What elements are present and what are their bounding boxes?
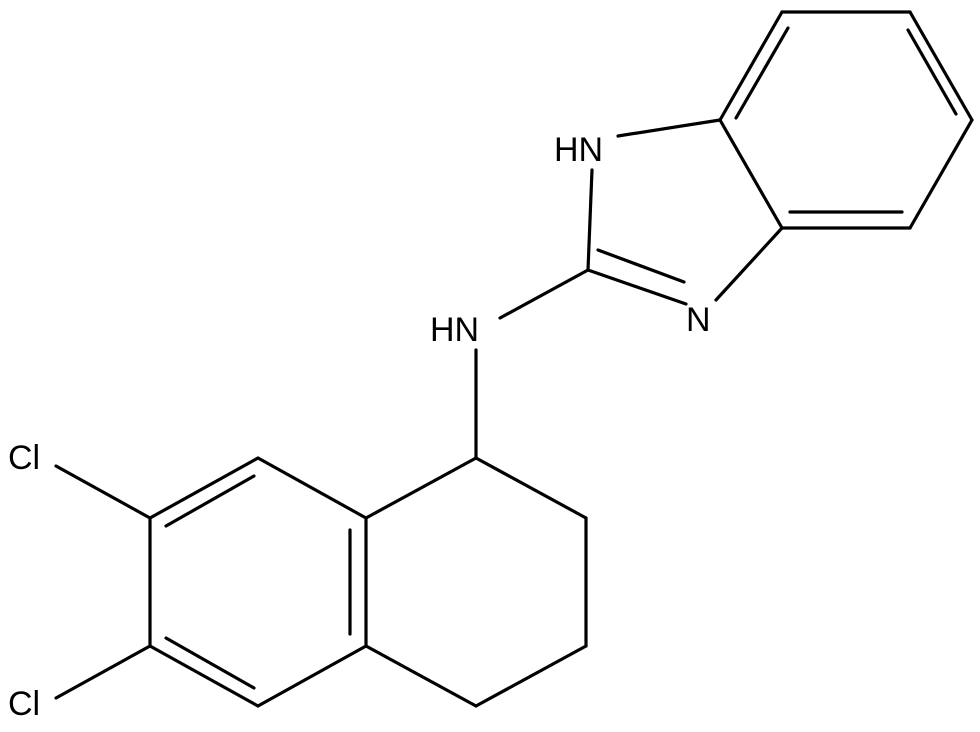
bond [718, 118, 784, 230]
bond [718, 10, 784, 122]
bond-cl-lower [54, 644, 152, 700]
double-bond-inner [164, 636, 256, 690]
double-bond-inner [734, 26, 790, 120]
atom-label-n-ring: N [686, 301, 711, 339]
bond [148, 456, 260, 520]
atom-label-nh-ring: HN [554, 131, 603, 169]
dichlorobenzene-ring [148, 456, 368, 708]
bond [908, 10, 974, 122]
bond [364, 644, 478, 708]
bond [474, 644, 588, 708]
bond [908, 118, 974, 230]
atom-label-cl-lower: Cl [8, 685, 40, 723]
bond [714, 226, 784, 302]
bond [586, 268, 688, 306]
atom-label-cl-upper: Cl [8, 439, 40, 477]
bond [256, 644, 368, 708]
saturated-ring [364, 456, 588, 708]
bond-c2-nh [498, 268, 590, 320]
bond [474, 456, 588, 520]
bond [364, 456, 478, 520]
bond [586, 168, 594, 272]
benzimidazole-benzene-ring [718, 10, 974, 230]
bond [256, 456, 368, 520]
double-bond-inner [164, 474, 256, 528]
double-bond-inner [596, 248, 686, 284]
imidazole-ring [586, 118, 784, 306]
bond [616, 118, 722, 138]
atom-label-nh-linker: HN [430, 311, 479, 349]
double-bond-inner [906, 28, 958, 116]
bond-cl-upper [54, 464, 152, 520]
bond [148, 644, 260, 708]
